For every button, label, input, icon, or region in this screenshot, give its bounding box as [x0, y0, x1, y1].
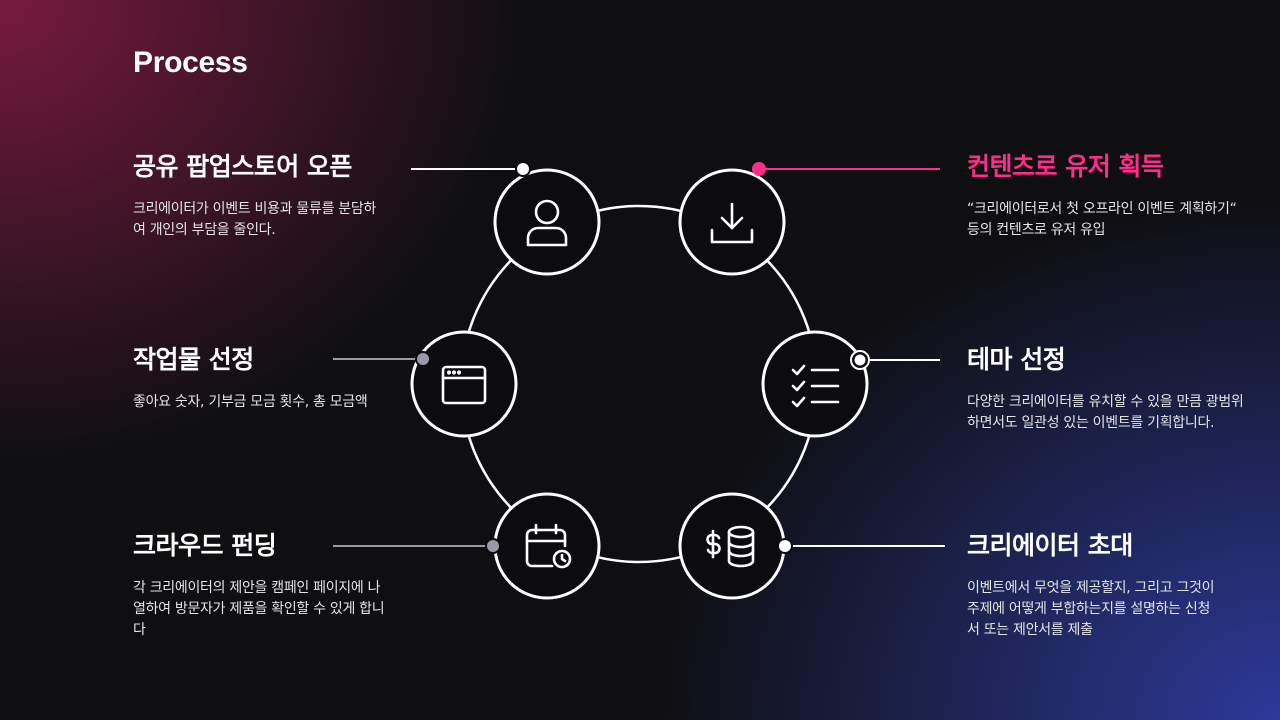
node-browser [410, 330, 518, 438]
calendar-clock-icon [525, 523, 572, 569]
connector-dot [485, 538, 501, 554]
step-description: 크리에이터가 이벤트 비용과 물류를 분담하여 개인의 부담을 줄인다. [133, 201, 377, 238]
node-checklist [761, 330, 869, 438]
step-title: 공유 팝업스토어 오픈 [133, 152, 352, 181]
dollar-coins-icon [706, 525, 755, 568]
step-title: 크리에이터 초대 [967, 531, 1133, 560]
step-title: 크라우드 펀딩 [133, 531, 277, 560]
page-title: Process [133, 46, 248, 79]
step-popup-store: 공유 팝업스토어 오픈 크리에이터가 이벤트 비용과 물류를 분담하여 개인의 … [133, 152, 383, 241]
step-description: 다양한 크리에이터를 유치할 수 있을 만큼 광범위하면서도 일관성 있는 이벤… [967, 394, 1244, 431]
step-title: 작업물 선정 [133, 345, 254, 374]
connector-dot [752, 162, 766, 176]
connector-dot [777, 538, 793, 554]
user-icon [526, 199, 568, 247]
connector-dot [515, 161, 531, 177]
node-calendar [493, 492, 601, 600]
connector-dot [415, 351, 431, 367]
step-description: 이벤트에서 무엇을 제공할지, 그리고 그것이 주제에 어떻게 부합하는지를 설… [967, 580, 1215, 638]
step-description: 각 크리에이터의 제안을 캠페인 페이지에 나열하여 방문자가 제품을 확인할 … [133, 580, 385, 638]
step-description: 좋아요 숫자, 기부금 모금 횟수, 총 모금액 [133, 394, 368, 410]
step-description: “크리에이터로서 첫 오프라인 이벤트 계획하기“ 등의 컨텐츠로 유저 유입 [967, 201, 1237, 238]
step-theme-selection: 테마 선정 다양한 크리에이터를 유치할 수 있을 만큼 광범위하면서도 일관성… [967, 345, 1252, 434]
step-content-acquisition: 컨텐츠로 유저 획득 “크리에이터로서 첫 오프라인 이벤트 계획하기“ 등의 … [967, 152, 1252, 241]
step-work-selection: 작업물 선정 좋아요 숫자, 기부금 모금 횟수, 총 모금액 [133, 345, 385, 413]
step-title: 테마 선정 [967, 345, 1066, 374]
download-icon [710, 202, 754, 244]
browser-window-icon [441, 365, 487, 405]
step-title: 컨텐츠로 유저 획득 [967, 152, 1164, 181]
connector-dot-inner [854, 354, 866, 366]
step-creator-invite: 크리에이터 초대 이벤트에서 무엇을 제공할지, 그리고 그것이 주제에 어떻게… [967, 531, 1217, 641]
step-crowdfunding: 크라우드 펀딩 각 크리에이터의 제안을 캠페인 페이지에 나열하여 방문자가 … [133, 531, 385, 641]
checklist-icon [791, 364, 840, 408]
